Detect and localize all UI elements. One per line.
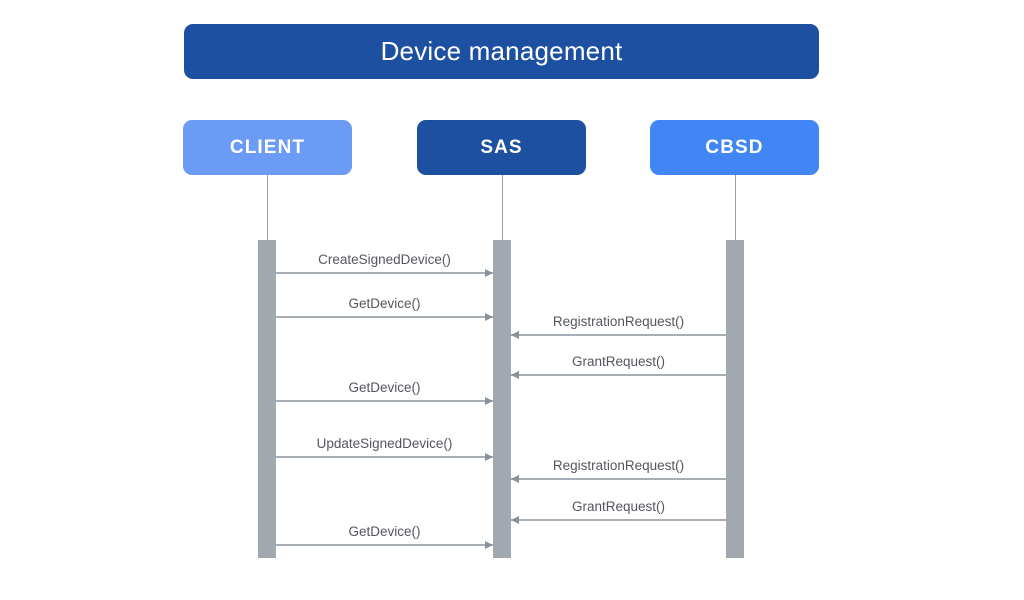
participant-label-cbsd: CBSD (705, 136, 764, 158)
message-line (511, 478, 726, 480)
message-grant-request-1[interactable]: GrantRequest() (511, 354, 726, 379)
arrowhead-left-icon (511, 516, 519, 524)
message-line (276, 272, 493, 274)
message-line (276, 316, 493, 318)
message-line (276, 400, 493, 402)
message-line (511, 334, 726, 336)
message-line (276, 456, 493, 458)
lifeline-sas (502, 175, 503, 245)
arrowhead-left-icon (511, 331, 519, 339)
arrowhead-right-icon (485, 269, 493, 277)
participant-label-client: CLIENT (229, 136, 306, 158)
message-line (511, 519, 726, 521)
participant-client[interactable]: CLIENT (183, 120, 352, 175)
lifeline-cbsd (735, 175, 736, 245)
message-line (276, 544, 493, 546)
message-get-device-1[interactable]: GetDevice() (276, 296, 493, 321)
message-label: RegistrationRequest() (552, 314, 685, 329)
participant-cbsd[interactable]: CBSD (650, 120, 819, 175)
message-get-device-3[interactable]: GetDevice() (276, 524, 493, 549)
message-label: CreateSignedDevice() (318, 252, 451, 267)
arrowhead-right-icon (485, 397, 493, 405)
diagram-title-banner: Device management (184, 24, 819, 79)
arrowhead-left-icon (511, 371, 519, 379)
message-get-device-2[interactable]: GetDevice() (276, 380, 493, 405)
page-title: Device management (380, 36, 623, 66)
arrowhead-right-icon (485, 313, 493, 321)
message-label: GrantRequest() (571, 499, 666, 514)
activation-bar-sas (493, 240, 511, 558)
message-label: GrantRequest() (571, 354, 666, 369)
activation-bar-cbsd (726, 240, 744, 558)
message-update-signed-device[interactable]: UpdateSignedDevice() (276, 436, 493, 461)
message-label: UpdateSignedDevice() (316, 436, 453, 451)
message-label: GetDevice() (348, 524, 421, 539)
message-create-signed-device[interactable]: CreateSignedDevice() (276, 252, 493, 277)
message-label: RegistrationRequest() (552, 458, 685, 473)
arrowhead-right-icon (485, 453, 493, 461)
participant-label-sas: SAS (480, 136, 523, 158)
activation-bar-client (258, 240, 276, 558)
arrowhead-left-icon (511, 475, 519, 483)
lifeline-client (267, 175, 268, 245)
message-label: GetDevice() (348, 296, 421, 311)
participant-sas[interactable]: SAS (417, 120, 586, 175)
message-registration-request-2[interactable]: RegistrationRequest() (511, 458, 726, 483)
message-grant-request-2[interactable]: GrantRequest() (511, 499, 726, 524)
message-line (511, 374, 726, 376)
arrowhead-right-icon (485, 541, 493, 549)
message-label: GetDevice() (348, 380, 421, 395)
message-registration-request-1[interactable]: RegistrationRequest() (511, 314, 726, 339)
